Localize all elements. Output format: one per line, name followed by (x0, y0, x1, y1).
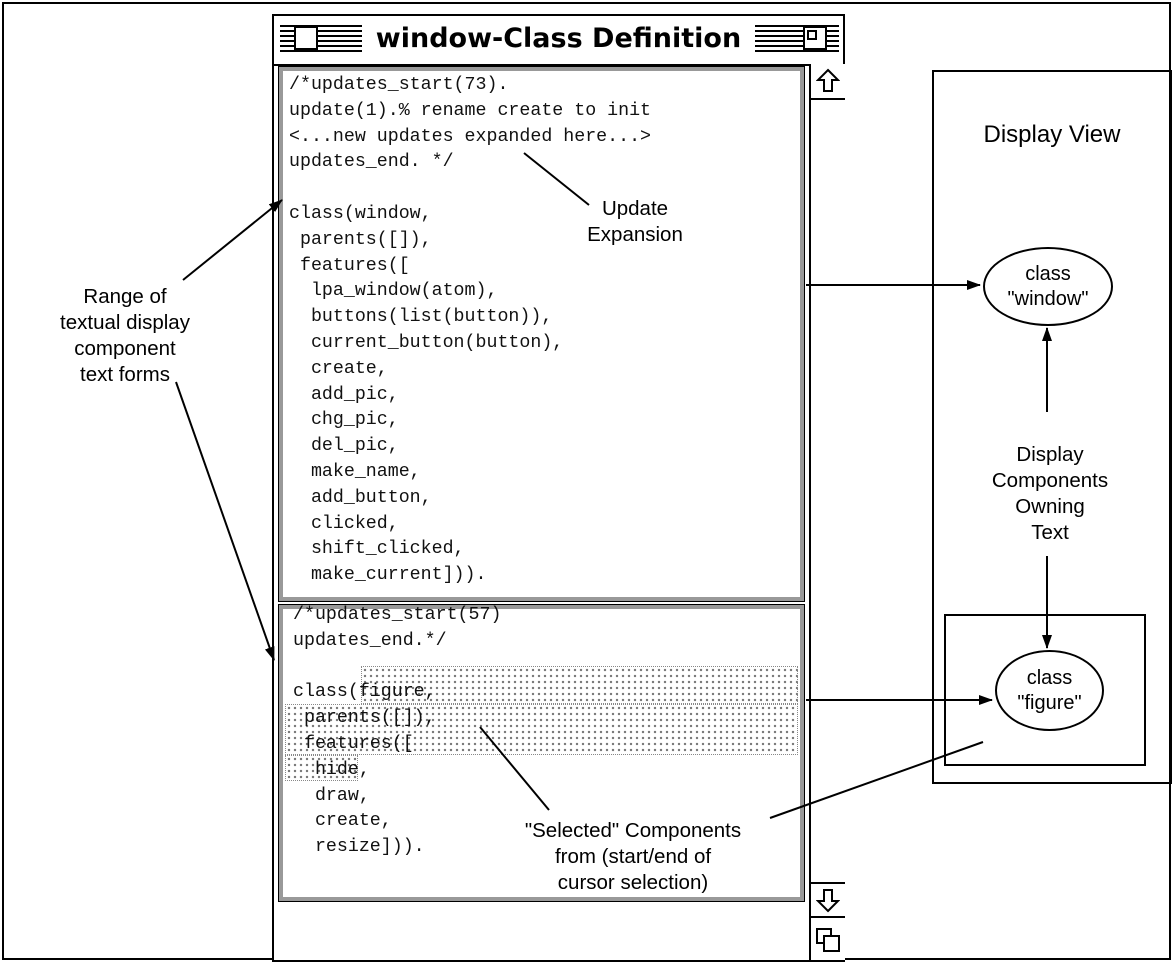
display-components-label: Display Components Owning Text (991, 443, 1109, 544)
figure-class-code: /*updates_start(57) updates_end.*/ class… (293, 605, 502, 858)
scroll-up-arrow-icon[interactable] (811, 64, 845, 100)
selected-components-label: "Selected" Components from (start/end of… (524, 819, 742, 894)
display-view-title: Display View (983, 121, 1121, 148)
scroll-down-arrow-icon[interactable] (811, 882, 845, 918)
window-title: window-Class Definition (362, 22, 755, 56)
close-box-icon[interactable] (294, 26, 318, 50)
class-definition-window: window-Class Definition /*updates_start(… (272, 14, 845, 962)
selected-leader-right (769, 741, 984, 819)
size-box-icon[interactable] (811, 920, 845, 960)
window-class-text-pane[interactable]: /*updates_start(73). update(1).% rename … (278, 66, 805, 602)
update-expansion-leader (523, 152, 590, 206)
title-bar[interactable]: window-Class Definition (274, 16, 843, 66)
range-label: Range of textual display component text … (60, 285, 190, 386)
class-figure-node: class "figure" (995, 650, 1104, 731)
selected-leader-left (479, 726, 550, 811)
update-expansion-label: Update Expansion (587, 197, 683, 246)
window-class-code: /*updates_start(73). update(1).% rename … (289, 75, 652, 586)
figure-class-text-pane[interactable]: /*updates_start(57) updates_end.*/ class… (278, 604, 805, 902)
selection-highlight (285, 704, 798, 755)
class-window-node: class "window" (983, 247, 1113, 326)
selection-highlight (285, 755, 358, 781)
selection-highlight (361, 666, 798, 704)
range-arrow-bottom (175, 381, 275, 661)
range-arrow-top (182, 199, 283, 281)
zoom-box-icon[interactable] (803, 26, 827, 50)
figure-component-box (944, 614, 1146, 766)
display-view-panel (932, 70, 1172, 784)
vertical-scrollbar[interactable] (809, 64, 845, 960)
